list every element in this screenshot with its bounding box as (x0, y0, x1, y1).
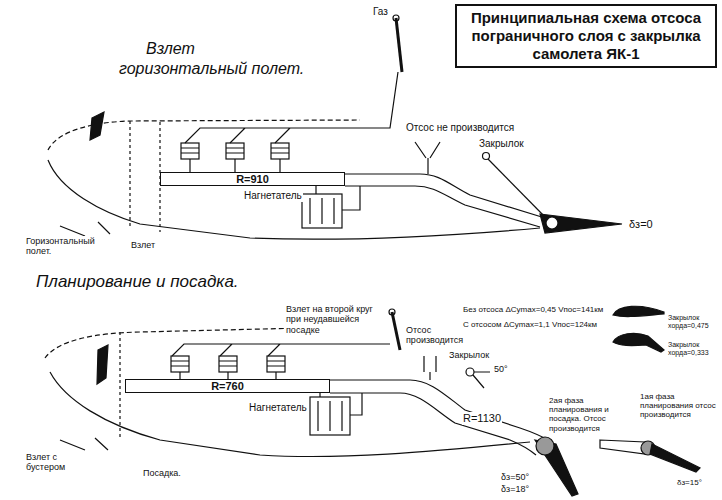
duct-radius: R=1130 (462, 412, 502, 425)
closed-valve (415, 142, 440, 174)
flap-angle: δз=50° (500, 472, 530, 482)
propeller-blade (90, 112, 104, 140)
throttle-lever (393, 15, 399, 21)
valve-note: Отсос производится (405, 325, 469, 346)
suction-duct (345, 174, 545, 227)
propeller-blade (97, 345, 108, 384)
title-text: Принципиальная схема отсоса пограничного… (463, 9, 709, 63)
suction-duct (345, 186, 540, 227)
open-valve (424, 356, 436, 380)
engine-cylinder (181, 148, 199, 172)
engine-cylinder (226, 148, 244, 172)
part-name: Закрылок (478, 138, 525, 150)
flap-chord: Закрылок хорда=0,475 (667, 314, 719, 330)
fuselage-outline (45, 326, 530, 457)
lift-data: С отсосом ΔCymax=1,1 Vпос=124км (462, 320, 598, 329)
engine-cylinder (171, 356, 189, 372)
fuselage-outline (119, 332, 120, 440)
engine-cylinder (271, 143, 289, 159)
lever-label: Газ (372, 6, 389, 18)
part-name: Закрылок (448, 350, 490, 360)
mode-note: Взлет (130, 240, 156, 250)
engine-cylinder (185, 72, 398, 143)
throttle-lever (396, 18, 402, 72)
engine-cylinder (219, 356, 237, 372)
flap-phase-detail (650, 444, 700, 472)
engine-cylinder (171, 361, 189, 379)
open-valve (424, 356, 436, 380)
title-box: Принципиальная схема отсоса пограничного… (455, 4, 717, 68)
mode-note: Посадка. (142, 468, 182, 478)
valve-note: Отсос не производится (405, 122, 515, 134)
closed-valve (415, 142, 440, 174)
propeller-blade (97, 345, 108, 384)
suction-duct (330, 380, 552, 442)
engine-cylinder (271, 148, 289, 172)
fuselage-outline (60, 222, 110, 236)
suction-duct (330, 393, 536, 455)
flap-angle-detail (466, 368, 474, 376)
engine-cylinder (181, 143, 199, 159)
engine-cylinder (219, 361, 237, 379)
phase-note: 1ая фаза планирования отсос производится (639, 392, 719, 420)
go-around-lever (392, 312, 400, 350)
manifold-band: R=760 (125, 379, 330, 393)
fuselage-outline (50, 372, 530, 457)
fuselage-outline (129, 121, 130, 228)
flap-lever (488, 159, 548, 220)
flap-phase-detail (600, 440, 645, 454)
supercharger (310, 393, 362, 435)
part-name: Нагнетатель (248, 402, 308, 414)
section-heading: Планирование и посадка. (35, 272, 240, 292)
flap-angle-detail (466, 368, 490, 388)
propeller-blade (90, 112, 104, 140)
lever-note: Взлет на второй круг при неудавшейся пос… (285, 304, 387, 335)
flap (540, 214, 622, 233)
mode-note: Взлет с бустером (25, 452, 87, 473)
flap-chord: Закрылок хорда=0,333 (667, 341, 719, 357)
go-around-lever (389, 309, 395, 315)
airfoil (613, 333, 664, 352)
manifold-label: R=760 (211, 381, 244, 392)
mode-note: Горизонтальный полет. (25, 236, 97, 257)
flap-lever (483, 153, 490, 160)
phase-note: 2ая фаза планирования и посадка. Отсос п… (548, 396, 632, 433)
flap-angle: δз=0 (628, 218, 654, 231)
fuselage-outline (48, 120, 540, 239)
throttle-lever (393, 15, 402, 72)
flap-lever (483, 153, 549, 221)
engine-cylinder (171, 344, 390, 379)
manifold-label: R=910 (236, 174, 269, 185)
part-name: Нагнетатель (243, 190, 303, 202)
flap-angle: 50° (493, 364, 509, 374)
engine-cylinder (226, 143, 244, 159)
airfoil (613, 306, 664, 316)
flap (536, 437, 554, 455)
section-heading: Взлет (145, 40, 196, 58)
flap (546, 217, 558, 229)
manifold-band: R=910 (160, 172, 345, 186)
flap-angle: δз=18° (500, 484, 530, 494)
go-around-lever (389, 309, 400, 350)
supercharger (318, 393, 362, 431)
flap (535, 437, 578, 496)
fuselage-outline (60, 438, 108, 450)
supercharger (310, 186, 360, 224)
supercharger (302, 186, 360, 228)
engine-cylinder (267, 361, 285, 379)
flap (540, 214, 622, 233)
flap-phase-detail (600, 440, 700, 472)
engine-cylinder (172, 344, 390, 356)
flap-angle-detail (473, 372, 490, 388)
section-heading: горизонтальный полет. (118, 60, 305, 78)
fuselage-outline (48, 160, 540, 239)
airfoil (613, 306, 664, 352)
suction-duct (330, 380, 552, 455)
engine-cylinder (267, 356, 285, 372)
engine-cylinder (181, 72, 398, 172)
lift-data: Без отсоса ΔCymax=0,45 Vпос=141км (462, 305, 604, 314)
flap-angle: δз=15° (676, 478, 703, 487)
suction-duct (345, 174, 545, 218)
